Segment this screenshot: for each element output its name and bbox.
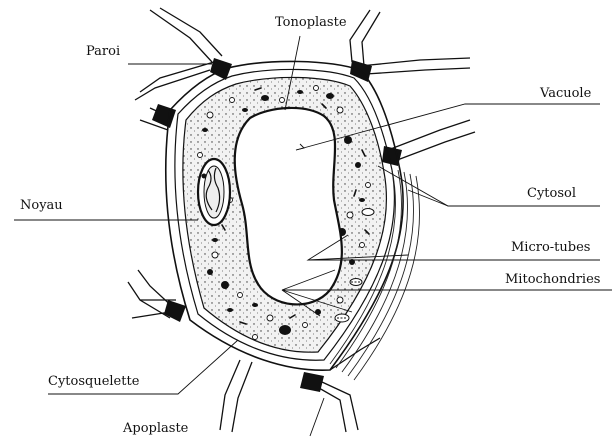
nucleus bbox=[198, 159, 230, 225]
label-mitochondries: Mitochondries bbox=[505, 272, 600, 288]
label-cytosquelette: Cytosquelette bbox=[48, 374, 139, 390]
label-micro-tubes: Micro-tubes bbox=[511, 240, 590, 256]
label-apoplaste: Apoplaste bbox=[123, 421, 188, 437]
label-tonoplaste: Tonoplaste bbox=[275, 15, 347, 31]
label-vacuole: Vacuole bbox=[540, 86, 591, 102]
label-noyau: Noyau bbox=[20, 198, 63, 214]
label-cytosol: Cytosol bbox=[527, 186, 576, 202]
label-paroi: Paroi bbox=[86, 44, 120, 60]
